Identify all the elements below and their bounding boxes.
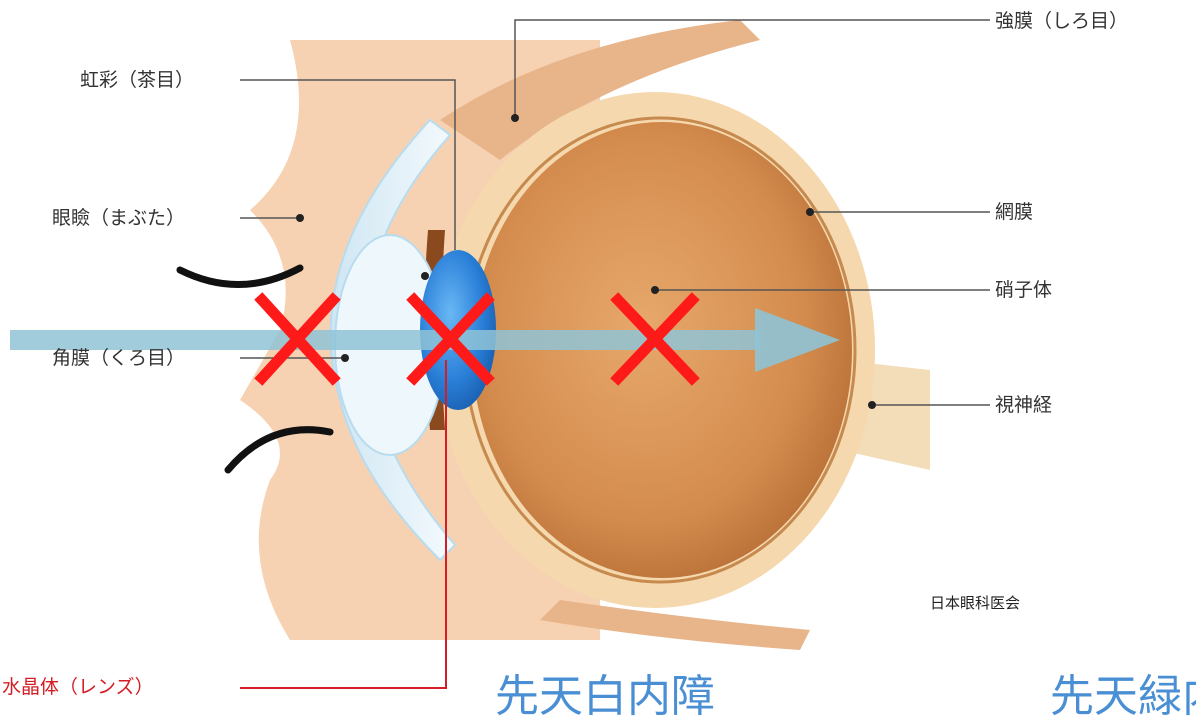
vitreous-dot: [651, 286, 659, 294]
vitreous-label: 硝子体: [995, 279, 1052, 301]
iris-label: 虹彩（茶目）: [80, 69, 194, 91]
credit-text: 日本眼科医会: [930, 592, 1020, 613]
caption-right: 先天緑内: [1050, 672, 1196, 722]
eyelid-dot: [296, 214, 304, 222]
lens-label: 水晶体（レンズ）: [2, 676, 154, 698]
optic-nerve-label: 視神経: [995, 394, 1052, 416]
optic-nerve-dot: [868, 401, 876, 409]
sclera-dot: [511, 114, 519, 122]
caption-left: 先天白内障: [495, 672, 715, 722]
upper-eyelash: [180, 268, 300, 285]
cornea-dot: [341, 354, 349, 362]
eyelid-label: 眼瞼（まぶた）: [52, 207, 185, 229]
lower-muscle: [540, 600, 810, 650]
cornea-label: 角膜（くろ目）: [52, 347, 185, 369]
retina-label: 網膜: [995, 201, 1033, 223]
sclera-label: 強膜（しろ目）: [995, 10, 1128, 32]
iris-dot: [421, 272, 429, 280]
retina-dot: [806, 208, 814, 216]
